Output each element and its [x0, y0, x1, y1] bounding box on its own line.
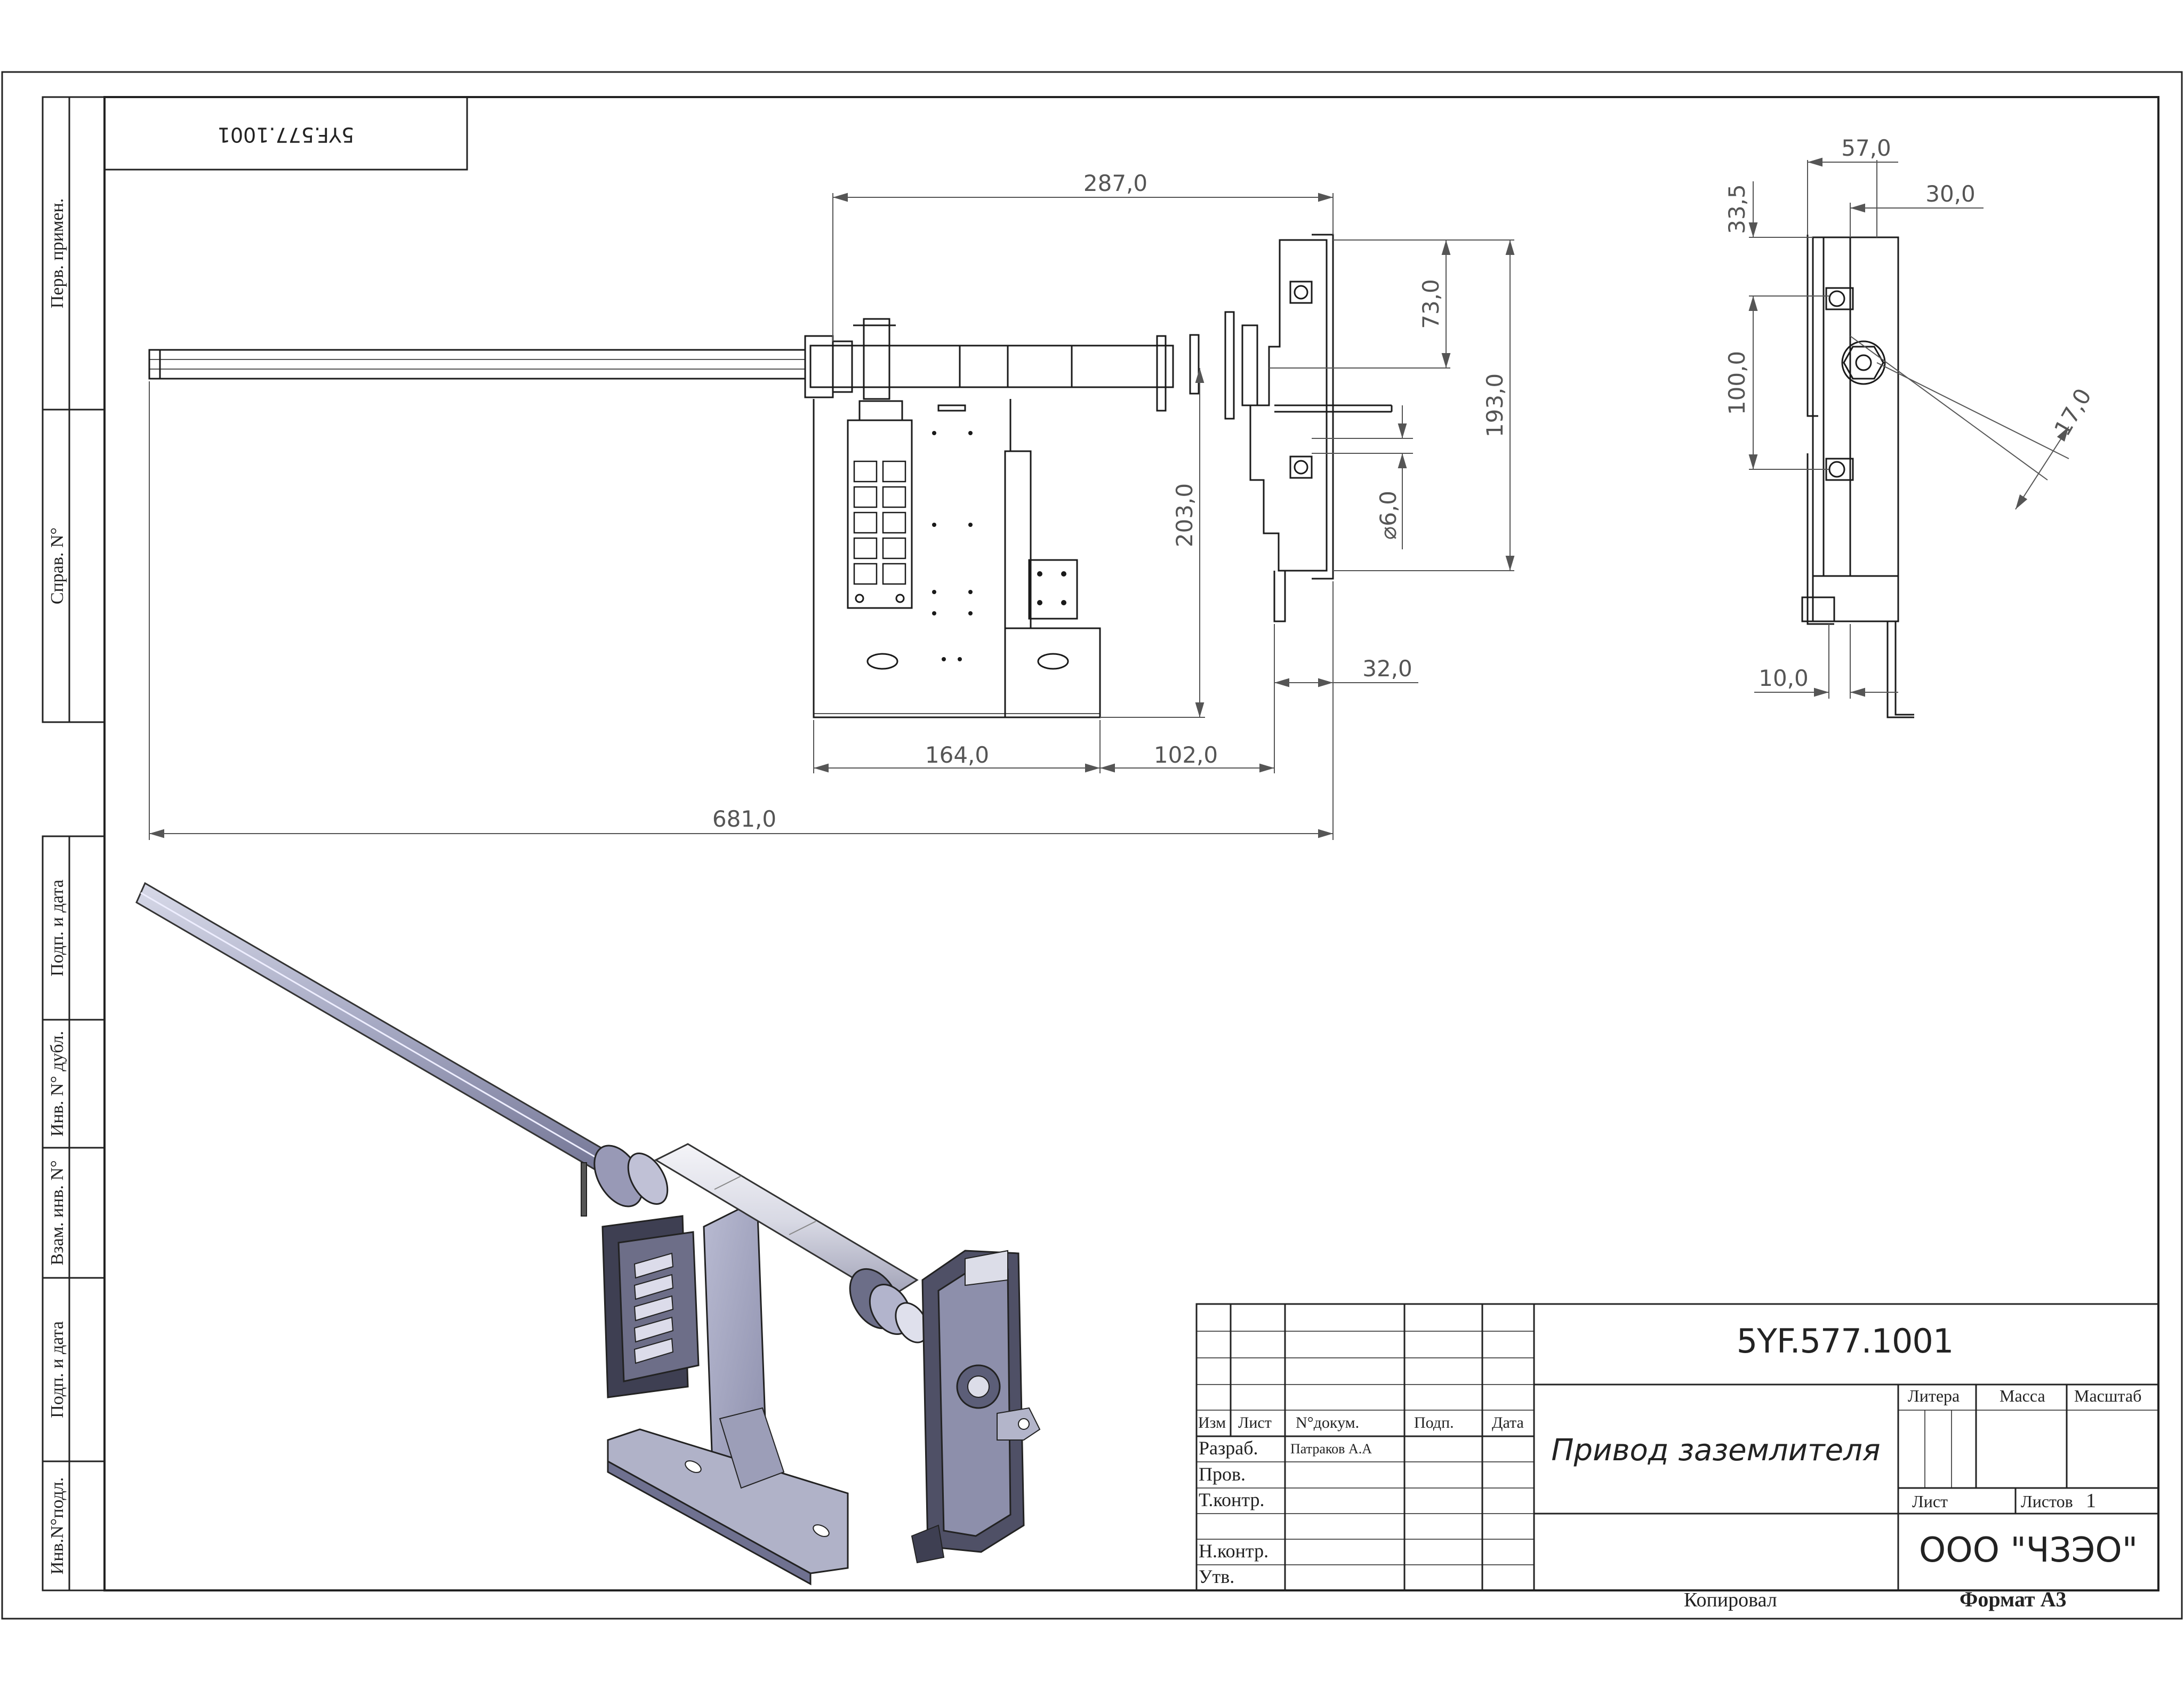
label-list: Лист: [1912, 1492, 1948, 1511]
title-name: Привод заземлителя: [1551, 1433, 1880, 1468]
dim-102: 102,0: [1154, 742, 1218, 768]
title-block-text: 5YF.577.1001 Привод заземлителя ООО "ЧЗЭ…: [1198, 1322, 2141, 1611]
dim-10: 10,0: [1759, 665, 1809, 691]
label-format: Формат А3: [1960, 1587, 2066, 1611]
row-utv: Утв.: [1199, 1566, 1234, 1587]
dim-287: 287,0: [1083, 170, 1147, 196]
title-company: ООО "ЧЗЭО": [1919, 1531, 2138, 1570]
front-view-dimension-labels: 287,0 73,0 193,0 203,0 ⌀6,0 32,0 164,0 1…: [712, 170, 1508, 832]
dim-681: 681,0: [712, 806, 776, 832]
dim-17: 17,0: [2049, 384, 2097, 440]
sheet-frame: [1, 71, 2183, 1620]
dim-164: 164,0: [925, 742, 989, 768]
label-kopiroval: Копировал: [1684, 1589, 1777, 1611]
front-view-dimension-lines: [149, 193, 1515, 840]
label-masshtab: Масштаб: [2074, 1386, 2141, 1405]
row-tkontr: Т.контр.: [1199, 1489, 1265, 1510]
side-column-labels: Перв. примен. Справ. N° Подп. и дата Инв…: [47, 198, 67, 1574]
razrab-name: Патраков А.А: [1290, 1441, 1372, 1457]
side-view-dimension-labels: 57,0 30,0 33,5 100,0 17,0 10,0: [1724, 135, 2097, 691]
listov-value: 1: [2086, 1490, 2096, 1512]
label-vzam-inv: Взам. инв. N°: [47, 1160, 67, 1265]
title-designation: 5YF.577.1001: [1737, 1322, 1954, 1361]
header-list: Лист: [1238, 1414, 1272, 1431]
side-view-drawing: [1801, 235, 1914, 718]
label-inv-podl: Инв.N°подл.: [47, 1477, 67, 1574]
row-prov: Пров.: [1199, 1463, 1246, 1485]
header-data: Дата: [1492, 1414, 1524, 1431]
dim-203: 203,0: [1171, 483, 1198, 547]
label-inv-dubl: Инв. N° дубл.: [47, 1031, 67, 1137]
label-sprav-no: Справ. N°: [47, 527, 67, 604]
dim-57: 57,0: [1841, 135, 1891, 161]
top-stamp-code: 5YF.577.1001: [218, 123, 355, 147]
dim-33-5: 33,5: [1724, 184, 1750, 234]
label-massa: Масса: [2000, 1386, 2045, 1405]
label-listov: Листов: [2021, 1492, 2073, 1511]
row-razrab: Разраб.: [1199, 1437, 1258, 1459]
dim-100: 100,0: [1724, 351, 1750, 415]
title-block-grid: [1195, 1303, 2159, 1591]
side-view-dimension-lines: [1748, 157, 2069, 699]
header-izm: Изм: [1198, 1414, 1226, 1431]
dim-30: 30,0: [1925, 181, 1976, 207]
label-perv-primen: Перв. примен.: [47, 198, 67, 308]
dim-32: 32,0: [1362, 655, 1412, 682]
header-podp: Подп.: [1414, 1414, 1454, 1431]
label-podp-data-1: Подп. и дата: [47, 879, 67, 977]
row-nkontr: Н.контр.: [1199, 1540, 1268, 1562]
front-view-drawing: [148, 234, 1393, 718]
dim-193: 193,0: [1482, 373, 1508, 437]
isometric-3d-view: [135, 882, 1041, 1586]
label-podp-data-2: Подп. и дата: [47, 1321, 67, 1418]
label-litera: Литера: [1908, 1386, 1960, 1405]
dim-73: 73,0: [1418, 279, 1444, 329]
header-n-dokum: N°докум.: [1296, 1414, 1359, 1431]
dim-diameter-6: ⌀6,0: [1375, 491, 1401, 540]
